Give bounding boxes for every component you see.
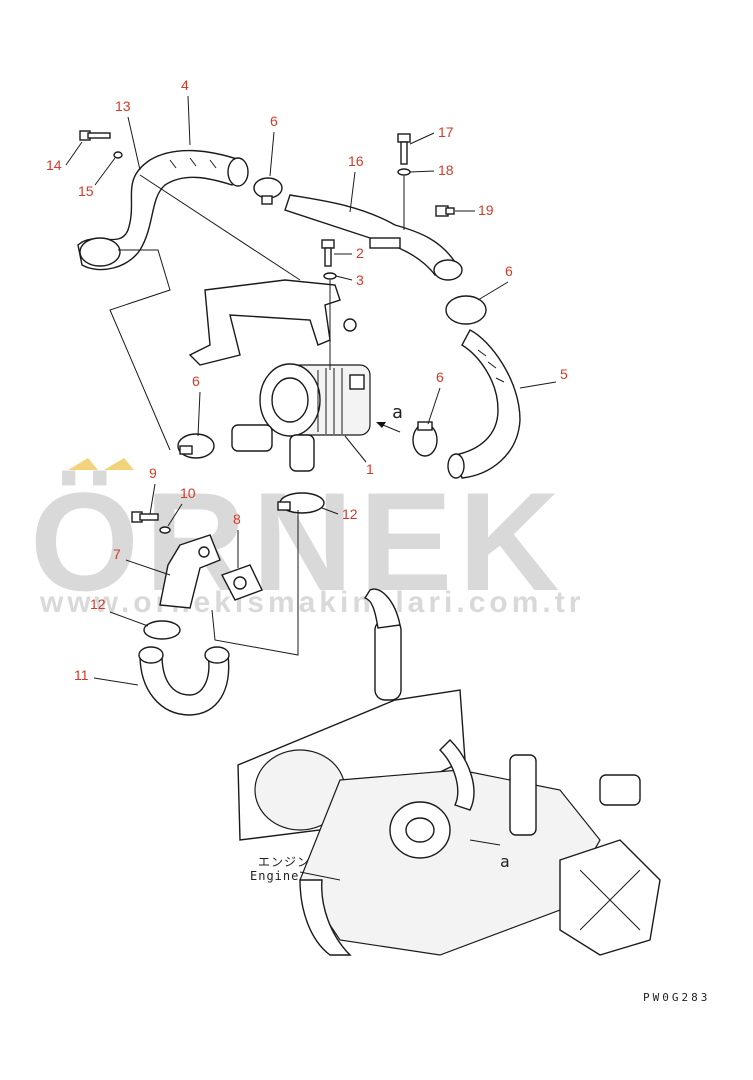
- watermark-url: www.ornekismakinalari.com.tr: [39, 586, 584, 619]
- bracket: [188, 279, 357, 366]
- callout-6-right: 6: [436, 369, 444, 385]
- callout-15: 15: [78, 183, 94, 199]
- callouts: 14 13 4 15 6 17 16 18 19 2 3 6 6 6 5 1 9…: [46, 77, 568, 686]
- callout-10: 10: [180, 485, 196, 501]
- bolt-14: [79, 130, 111, 141]
- svg-text:a: a: [500, 852, 511, 871]
- hose-4: [77, 149, 249, 271]
- callout-5: 5: [560, 366, 568, 382]
- callout-6-mid-right: 6: [505, 263, 513, 279]
- callout-11: 11: [74, 667, 89, 683]
- svg-text:エンジン: エンジン: [258, 855, 310, 869]
- clamp-6-top: [253, 177, 283, 205]
- bolt-2: [321, 239, 335, 267]
- sensor-19: [435, 205, 455, 217]
- hose-11: [138, 646, 230, 716]
- bolt-17: [397, 133, 411, 165]
- callout-16: 16: [348, 153, 364, 169]
- watermark: ÖRNEK www.ornekismakinalari.com.tr: [30, 458, 584, 620]
- washer-3: [323, 272, 337, 280]
- elbow-7: [159, 534, 221, 609]
- callout-18: 18: [438, 162, 454, 178]
- callout-6-left: 6: [192, 373, 200, 389]
- callout-12-right: 12: [342, 506, 358, 522]
- callout-8: 8: [233, 511, 241, 527]
- clamp-12-top: [277, 492, 325, 514]
- watermark-accent-right: [104, 458, 134, 470]
- callout-4: 4: [181, 77, 189, 93]
- drawing-code: PW0G283: [643, 991, 710, 1004]
- engine-assembly: a: [237, 588, 661, 956]
- view-arrow-a: a: [376, 402, 404, 433]
- washer-18: [397, 168, 411, 176]
- callout-12-left: 12: [90, 596, 106, 612]
- callout-9: 9: [149, 465, 157, 481]
- callout-14: 14: [46, 157, 62, 173]
- clamp-6-right: [412, 421, 438, 457]
- connection-lines: [109, 174, 405, 656]
- callout-7: 7: [113, 546, 121, 562]
- callout-2: 2: [356, 245, 364, 261]
- engine-label: エンジン Engine: [250, 855, 341, 883]
- callout-19: 19: [478, 202, 494, 218]
- washer-10: [159, 526, 171, 534]
- clamp-12-left: [143, 620, 181, 640]
- watermark-accent-left: [68, 458, 98, 470]
- watermark-brand: ÖRNEK: [30, 463, 566, 620]
- callout-6-top: 6: [270, 113, 278, 129]
- callout-3: 3: [356, 272, 364, 288]
- bolt-9: [131, 511, 159, 523]
- svg-text:a: a: [392, 402, 404, 423]
- washer-15: [113, 151, 123, 159]
- svg-text:Engine: Engine: [250, 869, 299, 883]
- callout-1: 1: [366, 461, 374, 477]
- gasket-8: [221, 564, 263, 601]
- clamp-6-left: [177, 433, 215, 459]
- hose-16: [284, 194, 463, 281]
- callout-13: 13: [115, 98, 131, 114]
- air-cleaner-1: [231, 363, 371, 472]
- clamp-6-right-top: [445, 295, 487, 325]
- hose-5: [447, 329, 521, 479]
- callout-17: 17: [438, 124, 454, 140]
